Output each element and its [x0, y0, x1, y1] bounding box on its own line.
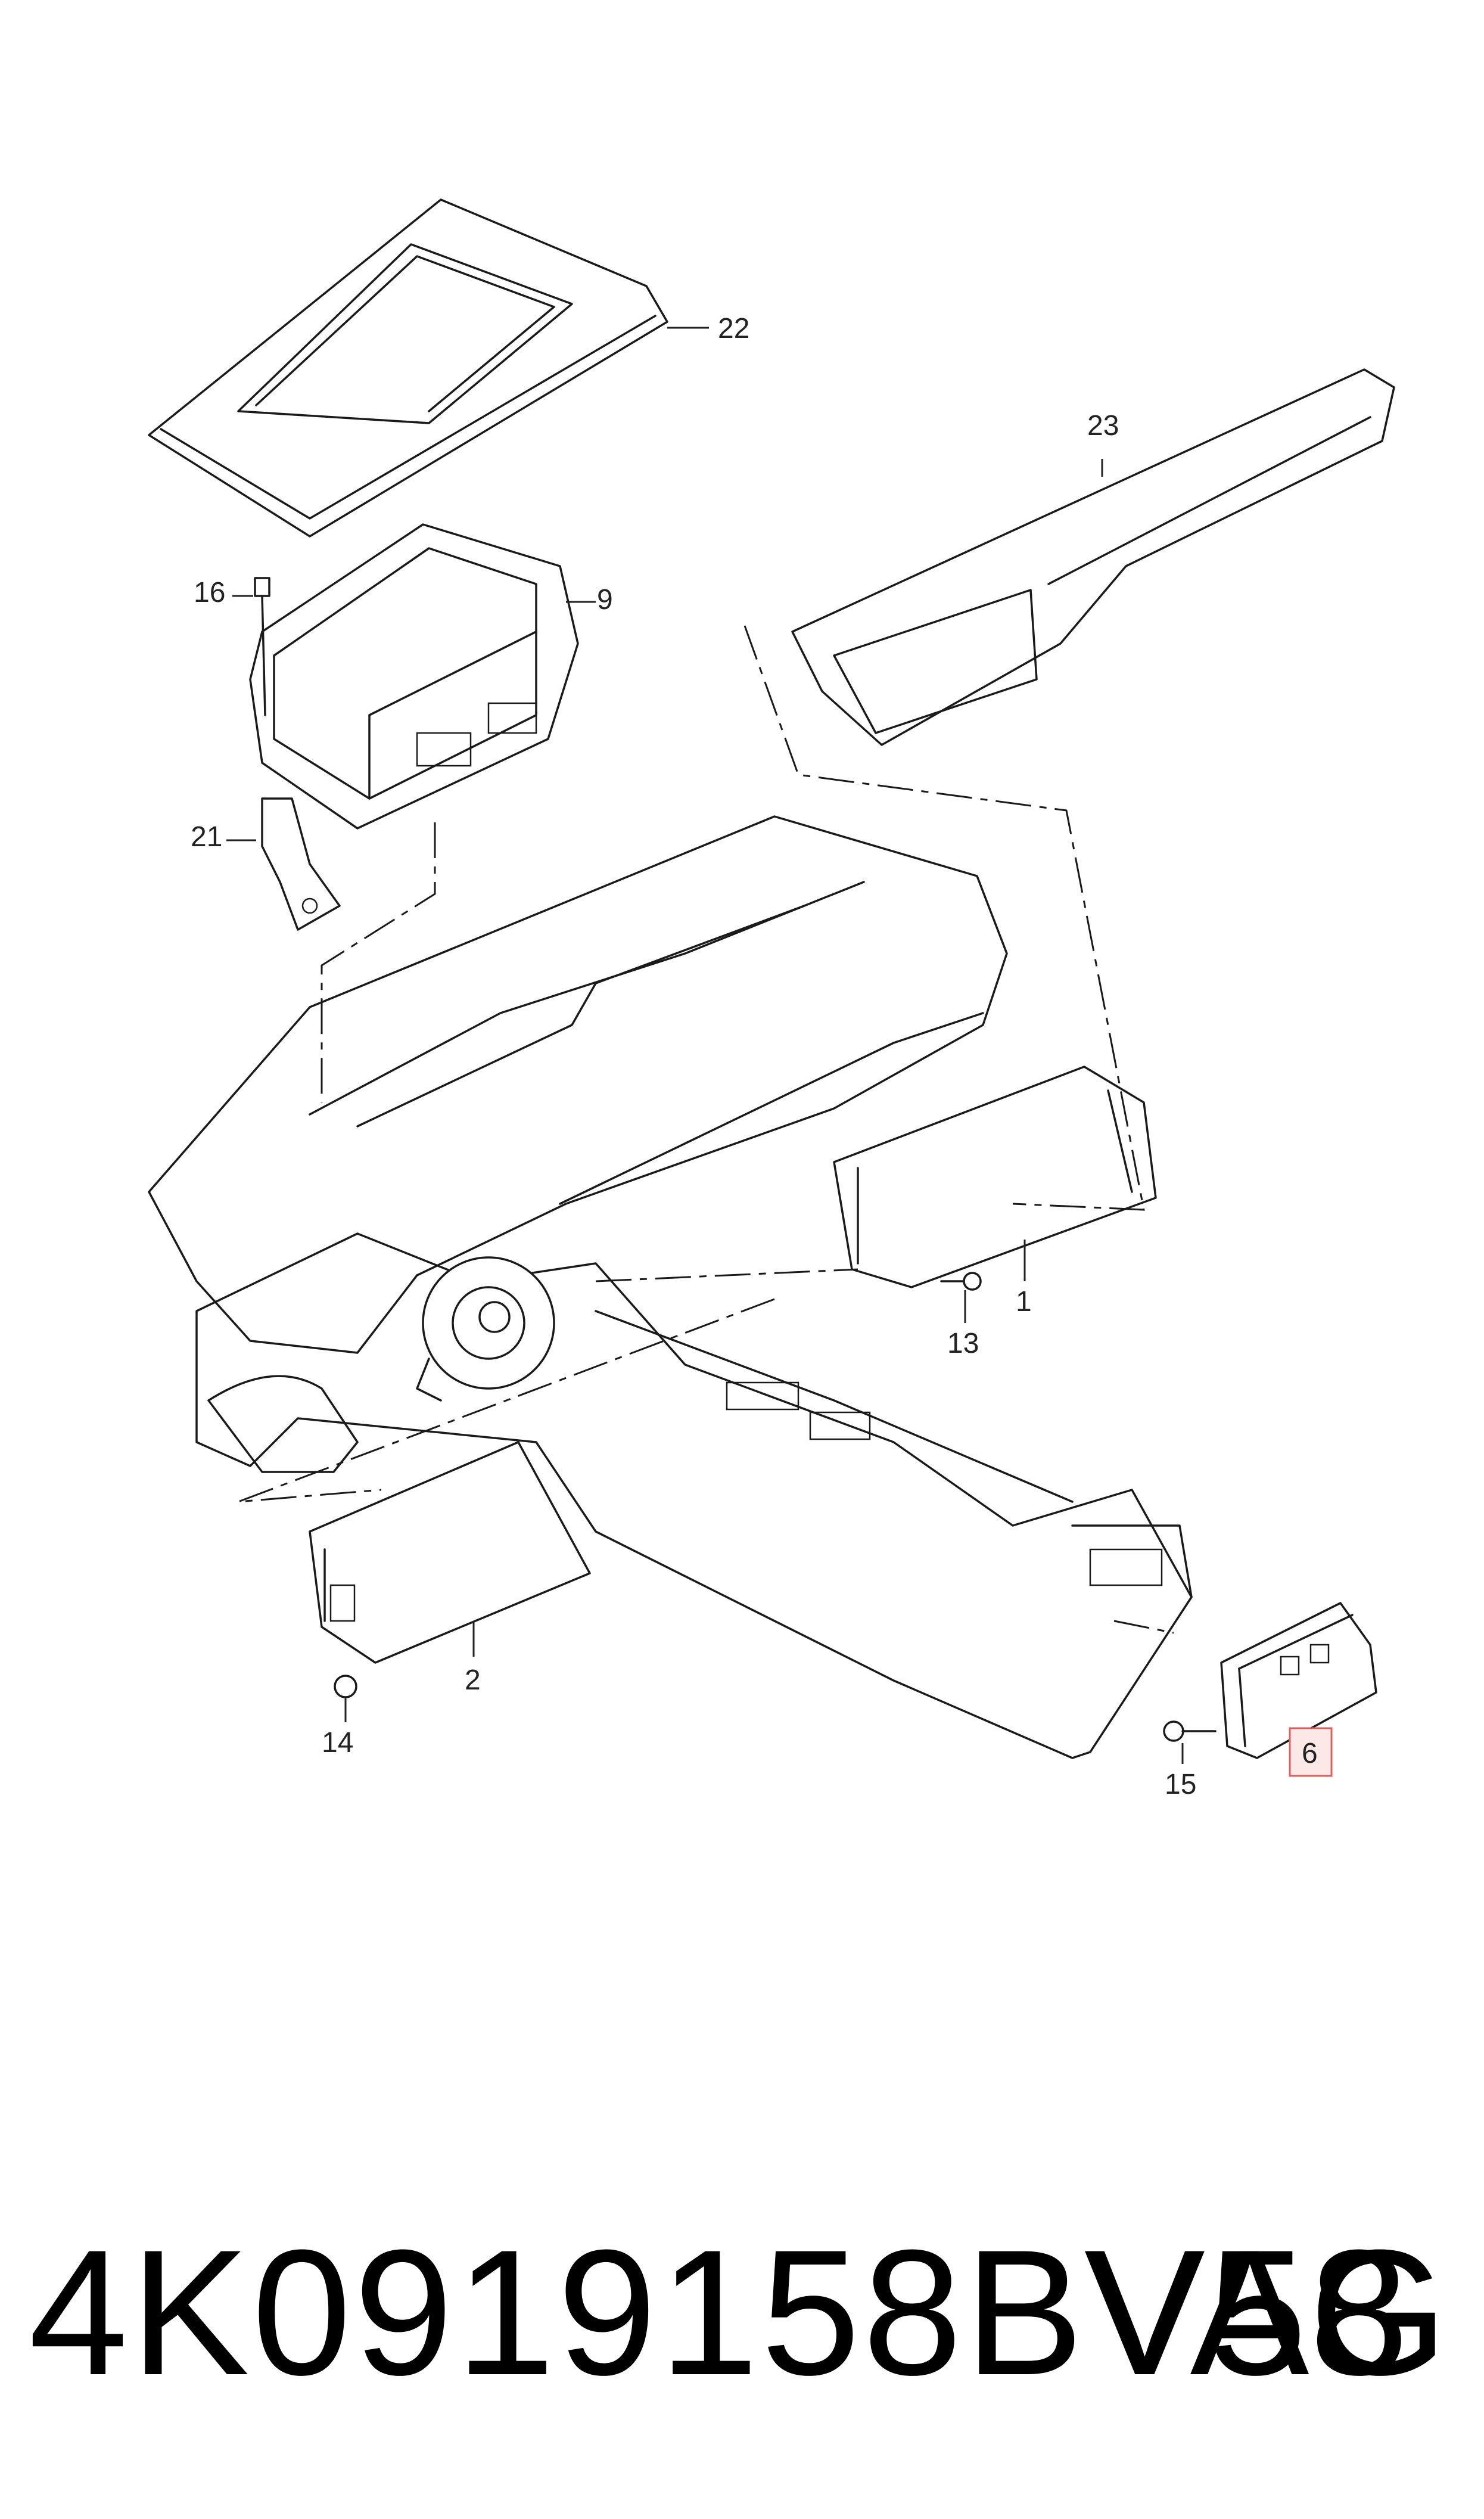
parts-diagram: 22 23 16 9 21 1 13 2 14 15 6: [148, 198, 1395, 1800]
assembly-lines: [238, 625, 1174, 1634]
callout-22: 22: [718, 313, 749, 344]
callout-23: 23: [1087, 410, 1119, 442]
part-1-display: [833, 1066, 1157, 1288]
part-23-trim: [791, 368, 1395, 746]
callout-2: 2: [465, 1664, 481, 1696]
callout-16: 16: [194, 577, 225, 608]
part-15-screw: [1163, 1720, 1217, 1764]
brand-label: VAG: [1084, 2212, 1448, 2412]
part-9-unit: [249, 523, 596, 830]
callout-9: 9: [597, 584, 613, 616]
callout-6-highlight: [1289, 1727, 1333, 1777]
callout-13: 13: [947, 1328, 979, 1359]
callout-14: 14: [322, 1727, 353, 1759]
callout-21: 21: [191, 821, 222, 853]
part-13-screw: [940, 1272, 982, 1323]
part-6-panel: [1220, 1602, 1377, 1759]
steering-wheel: [416, 1256, 555, 1402]
callout-6: 6: [1302, 1738, 1318, 1769]
part-21-bracket: [226, 797, 341, 931]
dashboard: [148, 815, 1193, 1759]
footer: 4K0919158BV58 VAG: [0, 2223, 1484, 2402]
part-number: 4K0919158BV58: [29, 2212, 1411, 2412]
part-22-cover: [148, 198, 709, 538]
callout-1: 1: [1016, 1286, 1032, 1318]
part-2-display: [309, 1441, 591, 1664]
part-16-screw: [232, 577, 270, 716]
part-14-clip: [334, 1675, 357, 1722]
callout-15: 15: [1165, 1769, 1196, 1800]
